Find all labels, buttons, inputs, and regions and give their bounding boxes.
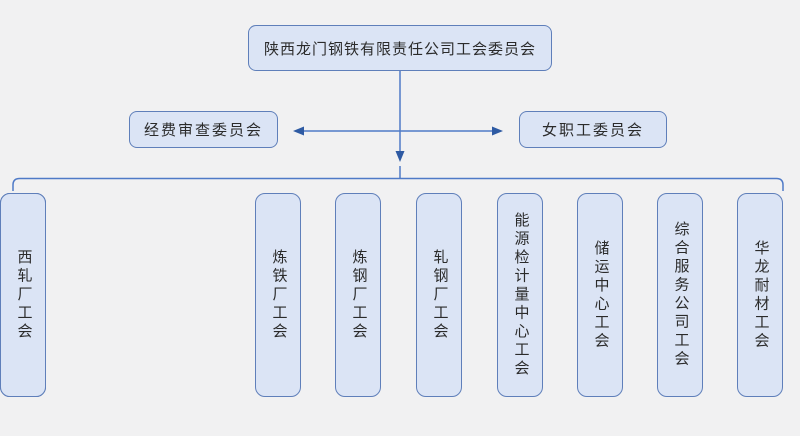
org-node-label: 综合服务公司工会 <box>672 221 689 369</box>
org-node-label: 经费审查委员会 <box>143 123 263 139</box>
org-node-root-label: 陕西龙门钢铁有限责任公司工会委员会 <box>263 41 536 58</box>
org-node-label: 轧钢厂工会 <box>431 248 448 342</box>
org-node-branch-10: 西轧厂工会 <box>0 193 46 397</box>
org-node-branch-2: 炼钢厂工会 <box>335 193 381 397</box>
org-node-branch-1: 炼铁厂工会 <box>255 193 301 397</box>
org-node-funds-review-committee: 经费审查委员会 <box>129 111 278 148</box>
org-node-branch-3: 轧钢厂工会 <box>416 193 462 397</box>
org-node-label: 华龙耐材工会 <box>752 239 769 351</box>
org-node-root: 陕西龙门钢铁有限责任公司工会委员会 <box>248 25 552 71</box>
left-arrowhead-icon <box>293 126 304 136</box>
org-node-branch-6: 综合服务公司工会 <box>657 193 703 397</box>
org-node-branch-5: 储运中心工会 <box>577 193 623 397</box>
org-node-label: 能源检计量中心工会 <box>512 211 529 379</box>
org-node-branch-7: 华龙耐材工会 <box>737 193 783 397</box>
right-arrowhead-icon <box>492 126 503 136</box>
org-node-female-workers-committee: 女职工委员会 <box>519 111 667 148</box>
org-node-label: 女职工委员会 <box>541 123 644 139</box>
org-node-branch-4: 能源检计量中心工会 <box>497 193 543 397</box>
org-node-label: 炼钢厂工会 <box>350 248 367 342</box>
branches-bracket-line <box>12 177 784 191</box>
org-node-label: 储运中心工会 <box>592 239 609 351</box>
org-node-label: 西轧厂工会 <box>15 248 32 342</box>
org-node-label: 炼铁厂工会 <box>270 248 287 342</box>
down-arrowhead-icon <box>395 151 405 162</box>
